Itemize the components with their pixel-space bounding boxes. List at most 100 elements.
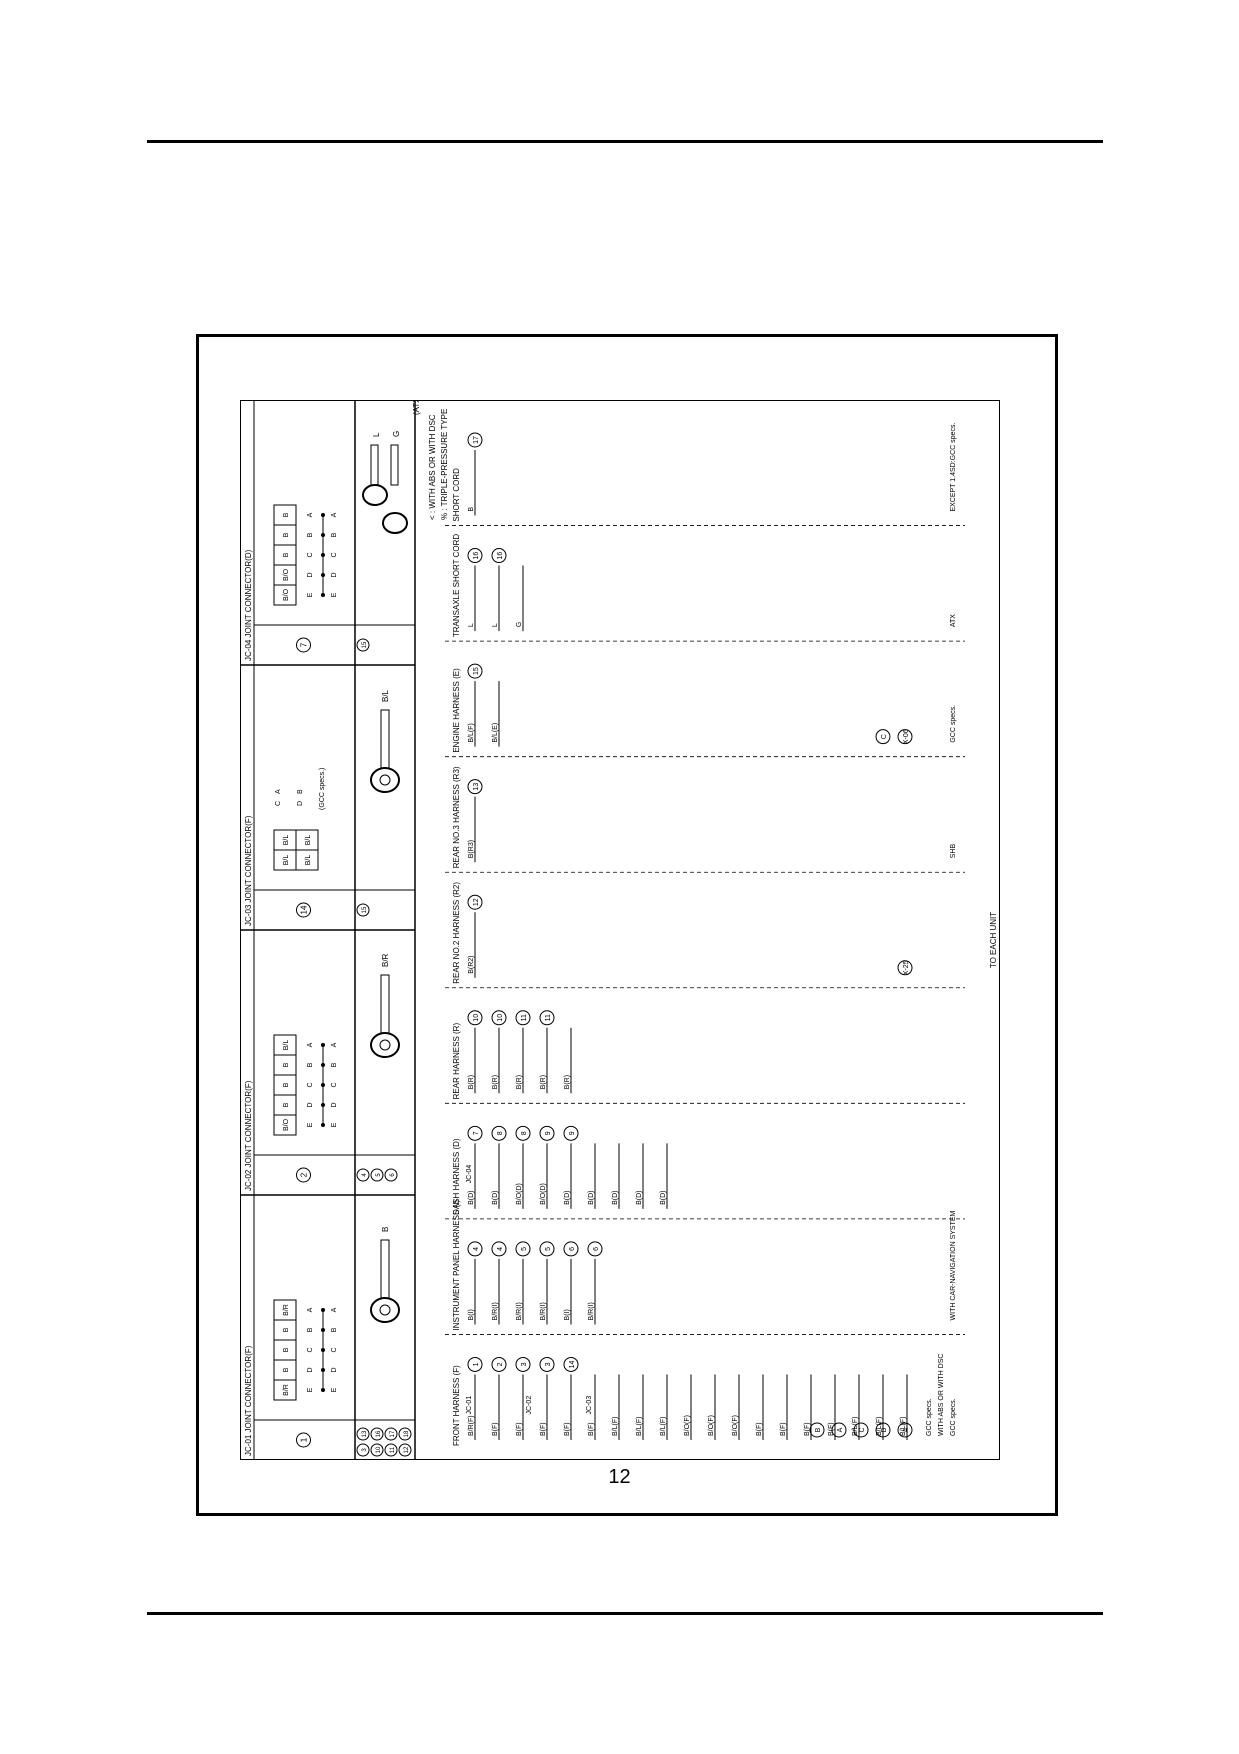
connector-number: 2 bbox=[300, 1172, 309, 1177]
pin-letter: C bbox=[331, 1347, 338, 1352]
harness-group-5: REAR NO.2 HARNESS (R2)B(R2)12X-25 bbox=[445, 871, 965, 984]
wire-label: B/L(F) bbox=[468, 723, 475, 742]
terminal-number-circle bbox=[370, 1443, 384, 1457]
connector-number: 1 bbox=[300, 1437, 309, 1442]
pin-letter: C bbox=[275, 801, 282, 806]
ground-number: 9 bbox=[545, 1131, 552, 1135]
marker-circle bbox=[875, 1422, 891, 1438]
pin-letter: B bbox=[331, 532, 338, 537]
harness-label: REAR NO.3 HARNESS (R3) bbox=[452, 766, 461, 868]
wire-label: L bbox=[468, 623, 475, 627]
connector-cell-label: B/L bbox=[305, 835, 312, 846]
terminal-number-circle bbox=[356, 1427, 370, 1441]
wire-label: B(F) bbox=[492, 1422, 499, 1436]
harness-note: GCC specs. bbox=[950, 1398, 957, 1436]
connector-note: (GCC specs.) bbox=[319, 768, 326, 810]
marker-circle bbox=[897, 960, 913, 976]
connector-number-circle bbox=[296, 1432, 311, 1448]
ground-circle bbox=[515, 1125, 531, 1141]
terminal-wire-color: B/R bbox=[381, 953, 390, 967]
connector-cell-label: B/L bbox=[283, 1040, 290, 1051]
wire-label: B/R(I) bbox=[540, 1302, 547, 1320]
marker-label: B bbox=[815, 1427, 822, 1432]
ground-number: 14 bbox=[569, 1360, 576, 1368]
wire-label: B/R(I) bbox=[516, 1302, 523, 1320]
ground-circle bbox=[587, 1241, 603, 1257]
joint-connector-name: JC-01 JOINT CONNECTOR(F) bbox=[244, 1345, 253, 1456]
connector-cell bbox=[273, 1034, 297, 1056]
wire-label: B/R(I) bbox=[588, 1302, 595, 1320]
pin-letter: D bbox=[331, 1102, 338, 1107]
ground-number: 13 bbox=[473, 783, 480, 791]
wire-label: B/O(F) bbox=[732, 1415, 739, 1436]
wire-label: B(F) bbox=[540, 1422, 547, 1436]
ground-circle bbox=[491, 1241, 507, 1257]
connector-cell-label: B/R bbox=[283, 1304, 290, 1316]
connector-cell-label: B/L bbox=[305, 855, 312, 866]
terminal-number: 11 bbox=[390, 1446, 396, 1453]
wire-label: B(I) bbox=[564, 1309, 571, 1320]
wire-label: B/L(E) bbox=[492, 723, 499, 743]
to-each-unit-label: TO EACH UNIT bbox=[989, 912, 998, 968]
terminal-number-circle bbox=[356, 638, 370, 652]
terminal-number-circle bbox=[356, 1168, 370, 1182]
ground-circle bbox=[515, 1356, 531, 1372]
wire-label: B(D) bbox=[636, 1190, 643, 1204]
ground-circle bbox=[467, 548, 483, 564]
wire-label: B(R3) bbox=[468, 840, 475, 858]
harness-label: REAR NO.2 HARNESS (R2) bbox=[452, 882, 461, 984]
terminal-number: 4 bbox=[362, 1173, 368, 1177]
joint-connector-name: JC-03 JOINT CONNECTOR(F) bbox=[244, 815, 253, 926]
ground-circle bbox=[563, 1125, 579, 1141]
wire-label: B(F) bbox=[564, 1422, 571, 1436]
ground-circle bbox=[491, 1010, 507, 1026]
pin-letter: C bbox=[307, 1082, 314, 1087]
ground-number: 4 bbox=[473, 1247, 480, 1251]
ground-number: 7 bbox=[473, 1131, 480, 1135]
wire-label: B(R) bbox=[468, 1075, 475, 1089]
wire-label: B/L(F) bbox=[900, 1417, 907, 1436]
wire-label: B/R(F) bbox=[468, 1415, 475, 1436]
wire-label: B/O(F) bbox=[684, 1415, 691, 1436]
terminal-number: 10 bbox=[376, 1446, 382, 1453]
connector-cell-label: B bbox=[283, 532, 290, 537]
marker-circle bbox=[831, 1422, 847, 1438]
pin-letter: E bbox=[307, 592, 314, 597]
joint-connector-name: JC-02 JOINT CONNECTOR(F) bbox=[244, 1080, 253, 1191]
ground-circle bbox=[539, 1241, 555, 1257]
connector-cell-label: B bbox=[283, 1062, 290, 1067]
wire-label: B(F) bbox=[516, 1422, 523, 1436]
connector-cell bbox=[295, 829, 319, 851]
ground-circle bbox=[467, 1356, 483, 1372]
ground-circle bbox=[467, 663, 483, 679]
wire-label: B bbox=[468, 507, 475, 512]
wire-label: B(D) bbox=[612, 1190, 619, 1204]
marker-label: X-25 bbox=[903, 960, 910, 975]
joint-label: JC-02 bbox=[526, 1396, 533, 1415]
pin-letter: A bbox=[275, 789, 282, 794]
ground-number: 3 bbox=[545, 1362, 552, 1366]
terminal-wire-color: B bbox=[381, 1227, 390, 1232]
ground-circle bbox=[491, 1356, 507, 1372]
wire-label: B(R) bbox=[540, 1075, 547, 1089]
wire-label: B/L(F) bbox=[636, 1417, 643, 1436]
connector-cell bbox=[273, 1299, 297, 1321]
pin-letter: A bbox=[307, 1307, 314, 1312]
ground-number: 8 bbox=[521, 1131, 528, 1135]
bottom-rule bbox=[147, 1612, 1103, 1615]
harness-group-1: FRONT HARNESS (F)B/R(F)B(F)B(F)B(F)B(F)B… bbox=[445, 1334, 965, 1446]
marker-circle bbox=[853, 1422, 869, 1438]
wire-label: B(F) bbox=[804, 1422, 811, 1436]
ground-circle bbox=[563, 1241, 579, 1257]
pin-letter: B bbox=[307, 532, 314, 537]
ground-number: 8 bbox=[497, 1131, 504, 1135]
marker-circle bbox=[897, 1422, 913, 1438]
harness-note: GCC specs. bbox=[926, 1398, 933, 1436]
ground-number: 10 bbox=[497, 1014, 504, 1022]
connector-cell-label: B/O bbox=[283, 588, 290, 601]
pin-letter: D bbox=[307, 1367, 314, 1372]
